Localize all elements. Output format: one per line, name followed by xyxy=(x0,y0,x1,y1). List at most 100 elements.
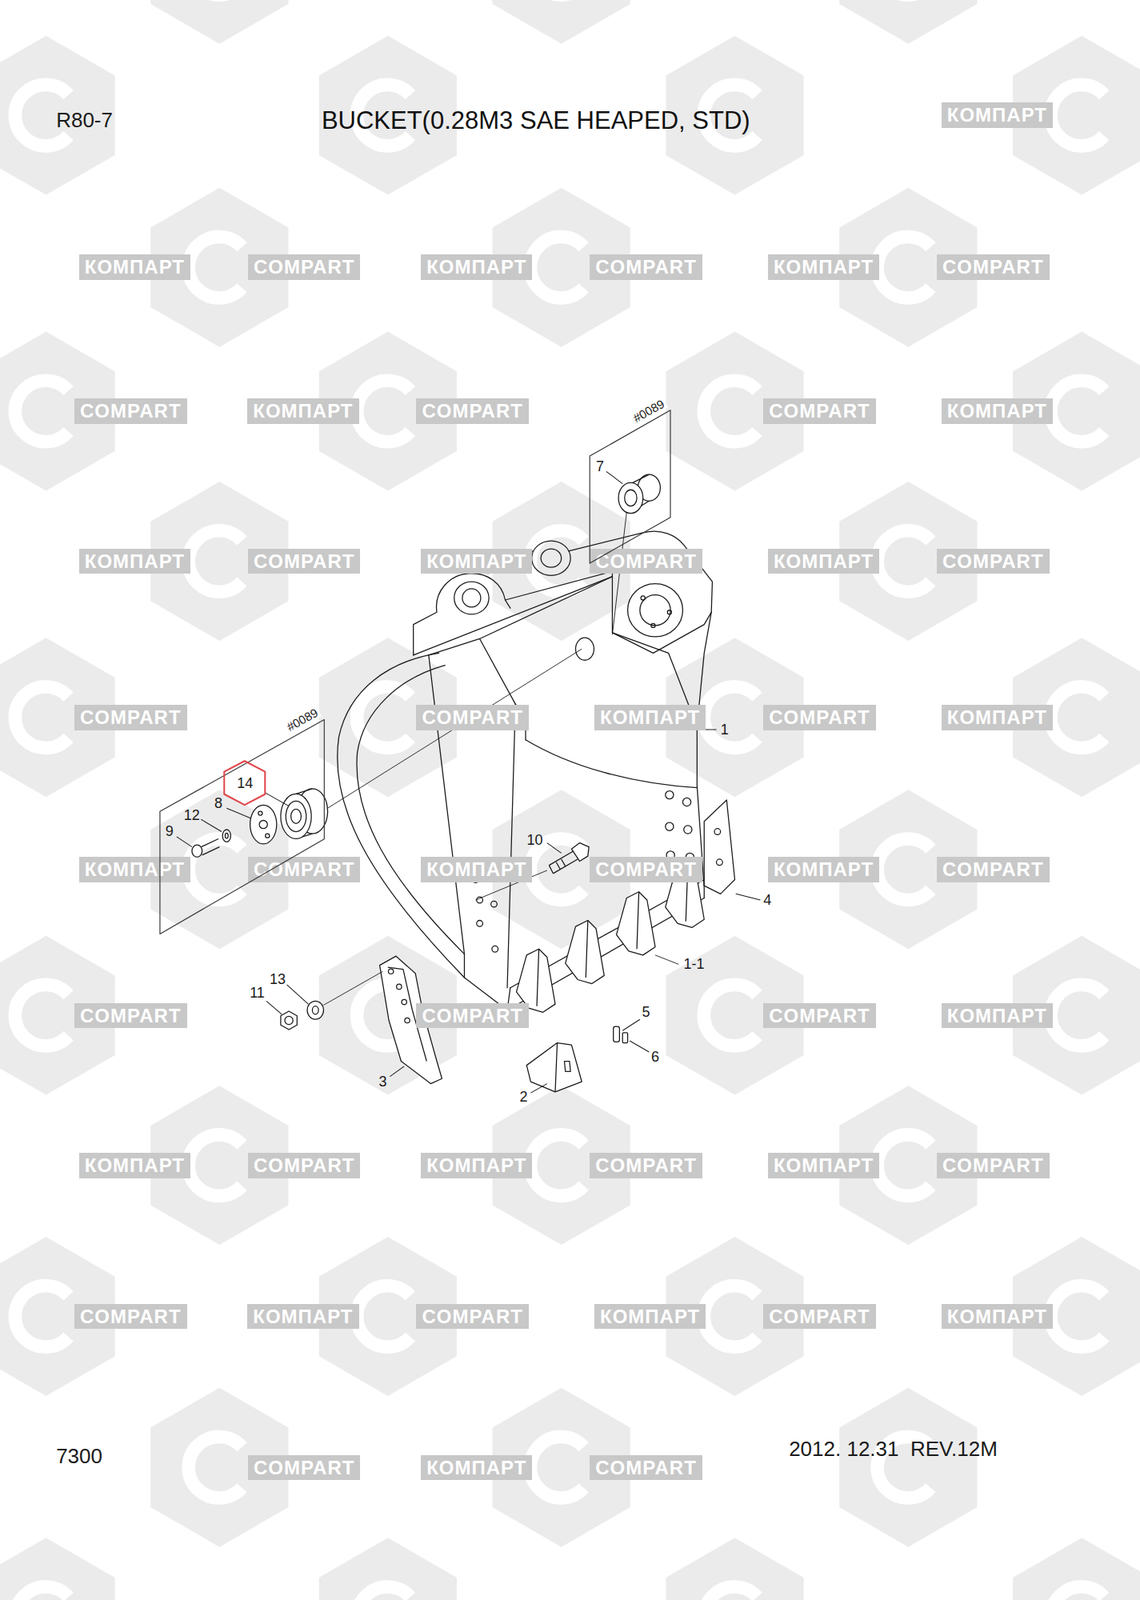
callout-number: 12 xyxy=(184,807,200,824)
watermark-text: КОМПАРТ xyxy=(941,704,1053,731)
watermark-text: КОМПАРТ xyxy=(768,856,880,883)
tooth-point xyxy=(555,1043,558,1092)
bucket-body xyxy=(491,900,498,908)
callout-number: 1-1 xyxy=(683,956,704,973)
tooth-adapter xyxy=(516,864,705,1012)
watermark-text: КОМПАРТ xyxy=(247,1304,359,1330)
bucket-body xyxy=(462,588,481,608)
watermark-text: COMPART xyxy=(589,254,703,280)
bucket-body xyxy=(476,896,484,904)
watermark-text: COMPART xyxy=(416,1003,529,1029)
bucket-body xyxy=(684,825,692,834)
watermark-logo xyxy=(0,1537,116,1600)
watermark-text: COMPART xyxy=(248,254,361,280)
callout-number: 10 xyxy=(526,832,543,849)
watermark-text: КОМПАРТ xyxy=(247,398,359,424)
group-frame-outline xyxy=(581,392,679,572)
watermark-text: COMPART xyxy=(589,548,703,575)
leader-line xyxy=(287,984,309,1004)
pin-retainer-part xyxy=(258,811,263,816)
watermark-text: КОМПАРТ xyxy=(594,1304,706,1330)
callout-number: 5 xyxy=(642,1004,651,1021)
watermark-text: COMPART xyxy=(763,1304,876,1330)
pin-retainer-part xyxy=(328,648,583,808)
watermark-text: COMPART xyxy=(74,1003,188,1029)
bushing-part xyxy=(618,482,644,513)
bucket-body xyxy=(337,652,465,978)
pin-retainer-part xyxy=(192,648,582,857)
watermark-text: КОМПАРТ xyxy=(79,856,191,883)
callout-number: 1 xyxy=(720,721,729,739)
leader-line xyxy=(226,808,252,819)
watermark-logo xyxy=(492,0,631,44)
bucket-body xyxy=(476,920,484,928)
side-cutter xyxy=(380,800,736,1084)
pin-retainer-part xyxy=(259,820,268,829)
watermark-text: COMPART xyxy=(763,398,876,424)
watermark-text: COMPART xyxy=(416,1304,529,1330)
leader-line xyxy=(622,1019,640,1031)
side-cutter xyxy=(404,1017,410,1023)
group-number: #0089 xyxy=(629,396,668,427)
group-number: #0089 xyxy=(282,704,321,736)
watermark-text: COMPART xyxy=(416,398,529,424)
group-frame-outline xyxy=(589,410,671,564)
watermark-logo xyxy=(0,36,116,196)
bucket-body xyxy=(576,637,595,660)
watermark-text: COMPART xyxy=(936,254,1050,280)
pin-retainer-part xyxy=(200,838,220,855)
callout-number: 2 xyxy=(519,1088,528,1106)
pin-retainer-part xyxy=(192,844,203,857)
bucket-body xyxy=(413,573,511,656)
side-cutter xyxy=(388,968,393,974)
group-frame-outline xyxy=(152,699,332,940)
leader-line xyxy=(176,471,761,1093)
watermark-text: КОМПАРТ xyxy=(420,1455,532,1481)
watermark-logo xyxy=(665,1537,804,1600)
page-number: 7300 xyxy=(56,1444,103,1469)
tooth-point xyxy=(613,1026,620,1042)
bucket-body xyxy=(640,595,671,626)
watermark-logo xyxy=(839,1388,977,1548)
watermark-text: КОМПАРТ xyxy=(768,1152,880,1179)
pin-retainer-part xyxy=(250,804,277,844)
tooth-point xyxy=(526,1043,582,1092)
watermark-text: COMPART xyxy=(589,1455,703,1481)
watermark-text: КОМПАРТ xyxy=(941,1003,1053,1029)
leader-line xyxy=(547,843,562,854)
bolt-part xyxy=(280,1011,297,1030)
highlight-hexagon: 14 xyxy=(223,760,267,806)
bucket-body xyxy=(337,531,713,1011)
bucket-body xyxy=(665,791,674,800)
model-code: R80-7 xyxy=(56,108,113,133)
callout-number: 6 xyxy=(651,1048,660,1066)
pin-retainer-part xyxy=(280,793,312,839)
watermark-logo xyxy=(839,0,977,44)
watermark-logo xyxy=(1012,1537,1140,1600)
callout-number: 9 xyxy=(165,823,174,840)
leader-line xyxy=(655,955,679,964)
watermark-text: КОМПАРТ xyxy=(420,254,532,280)
leader-line xyxy=(530,1084,547,1093)
watermark-text: COMPART xyxy=(763,704,876,731)
highlight-hexagon-outline xyxy=(224,761,266,806)
bolt-part xyxy=(548,851,578,874)
bucket-body xyxy=(428,638,516,988)
pin-retainer-part xyxy=(224,832,228,838)
page-title: BUCKET(0.28M3 SAE HEAPED, STD) xyxy=(321,106,751,136)
bucket-body xyxy=(540,548,562,568)
revision-date: 2012. 12.31 REV.12M xyxy=(788,1437,998,1462)
watermark-text: COMPART xyxy=(248,548,361,575)
tooth-adapter xyxy=(636,892,640,949)
bucket-body xyxy=(525,740,697,788)
side-cutter xyxy=(716,859,724,866)
callout-number: 8 xyxy=(214,795,223,812)
bucket-body xyxy=(413,576,613,656)
tooth-point xyxy=(564,1061,571,1072)
watermark-text: COMPART xyxy=(416,704,529,731)
watermark-text: COMPART xyxy=(936,548,1050,575)
bucket-body xyxy=(628,584,684,637)
watermark-text: COMPART xyxy=(763,1003,876,1029)
